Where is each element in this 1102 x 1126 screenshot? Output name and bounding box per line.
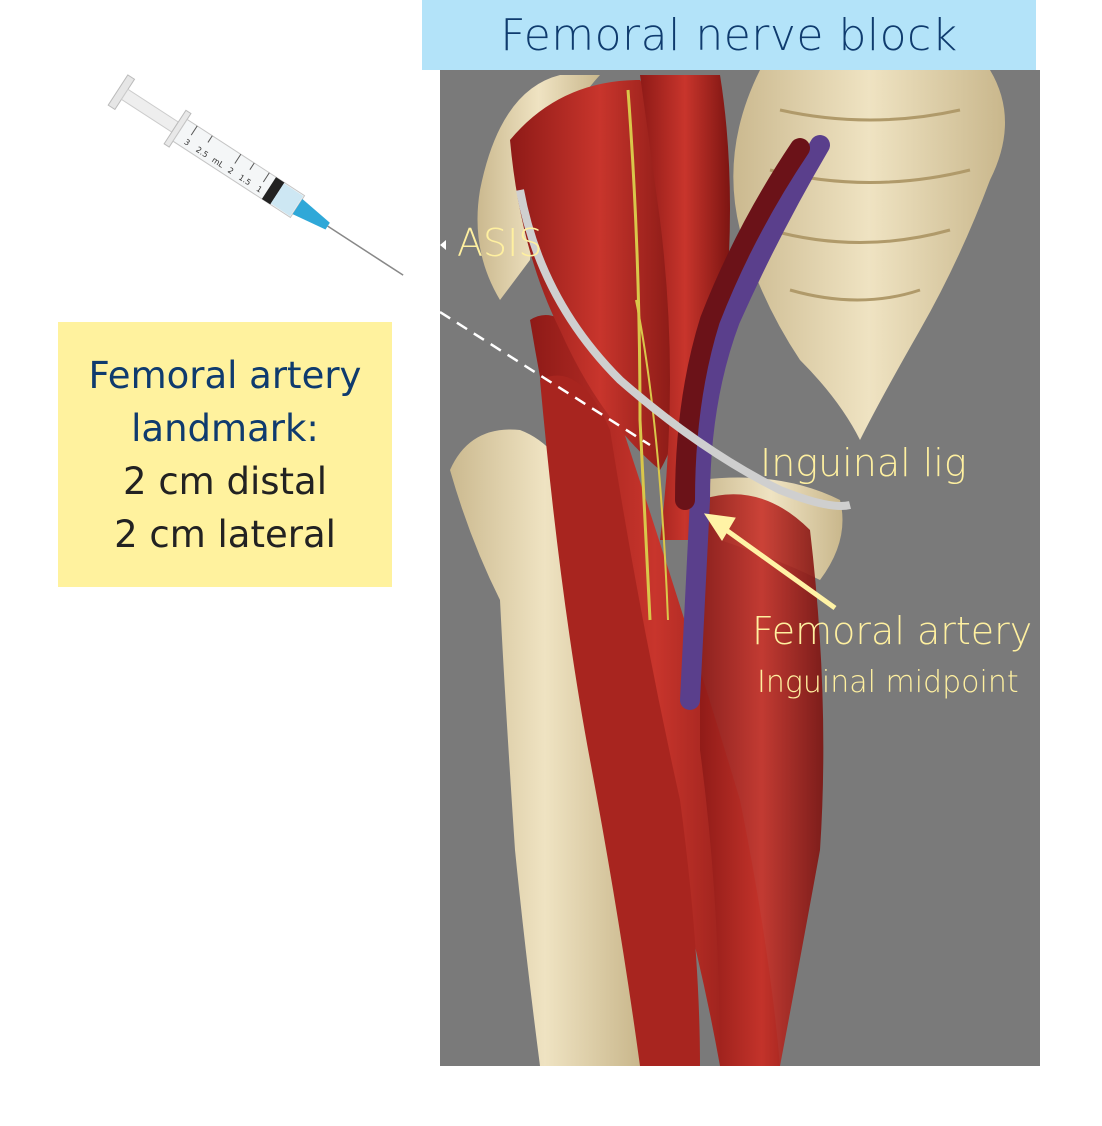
landmark-note: Femoral artery landmark: 2 cm distal 2 c… xyxy=(58,322,392,587)
note-heading-line1: Femoral artery xyxy=(88,353,362,397)
syringe-scale-2: 2 xyxy=(226,166,235,176)
landmark-dashed-line xyxy=(440,310,651,447)
femoral-nerve-branch xyxy=(635,299,669,621)
syringe-icon: 3 2.5 mL 2 1.5 1 xyxy=(107,74,404,276)
syringe-scale-1: 1 xyxy=(255,184,264,194)
note-lateral: 2 cm lateral xyxy=(114,512,336,556)
inguinal-ligament xyxy=(516,189,851,510)
asis-pointer xyxy=(440,240,446,250)
adductor-muscle xyxy=(700,494,824,1066)
label-femoral-artery: Femoral artery xyxy=(752,609,1033,653)
note-heading-line2: landmark: xyxy=(131,406,319,450)
label-inguinal-midpoint: Inguinal midpoint xyxy=(757,665,1019,700)
femoral-artery-vessel xyxy=(675,138,810,510)
iliacus-muscle xyxy=(510,80,690,470)
label-asis: ASIS xyxy=(457,221,543,265)
femoral-vein xyxy=(680,135,830,710)
label-inguinal-lig: Inguinal lig xyxy=(760,441,967,485)
femoral-artery-arrow xyxy=(703,513,837,611)
note-distal: 2 cm distal xyxy=(123,459,327,503)
page-title: Femoral nerve block xyxy=(500,9,958,61)
title-bar: Femoral nerve block xyxy=(422,0,1036,70)
sacrum xyxy=(733,70,1005,440)
rectus-femoris-muscle xyxy=(540,375,700,1066)
syringe-scale-3: 3 xyxy=(182,137,191,147)
